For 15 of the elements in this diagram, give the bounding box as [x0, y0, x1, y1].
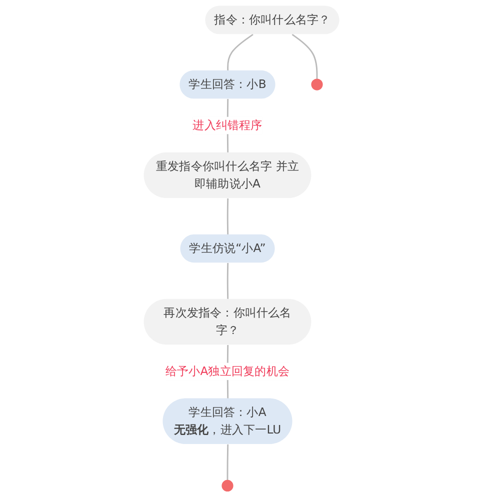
connector: [226, 198, 229, 235]
edge-label: 给予小A独立回复的机会: [165, 364, 290, 378]
node-box: 指令：你叫什么名字？: [205, 6, 340, 34]
node-box: 再次发指令：你叫什么名字？: [144, 298, 312, 345]
node-circle: [222, 480, 234, 492]
node-box: 学生回答：小B: [180, 70, 276, 99]
connector: [292, 34, 318, 80]
node-box: 重发指令你叫什么名字 并立即辅助说小A: [144, 152, 312, 198]
node-circle: [311, 78, 323, 90]
connector: [227, 34, 254, 71]
node-box: 学生仿说“小A”: [180, 234, 275, 263]
node-box: 学生回答：小A 无强化，进入下一LU: [162, 398, 292, 444]
connector: [226, 263, 229, 300]
edge-label: 进入纠错程序: [192, 118, 262, 132]
connector: [226, 444, 229, 480]
